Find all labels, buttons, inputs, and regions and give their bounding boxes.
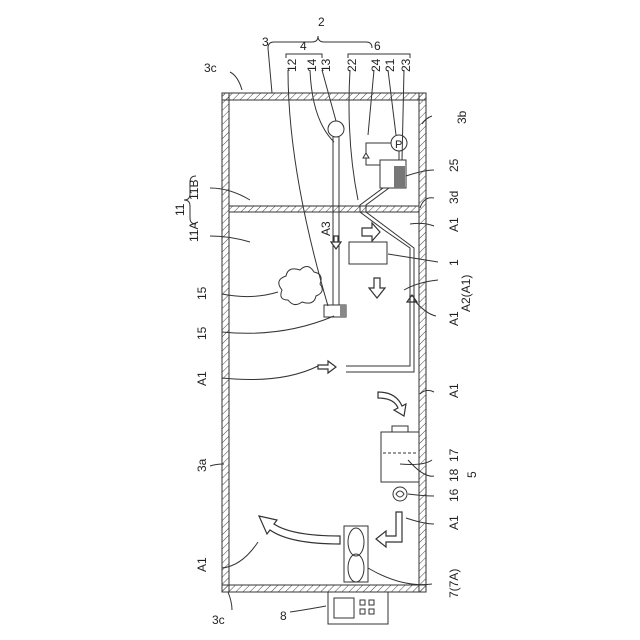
label-17: 17 <box>447 448 461 462</box>
top-wall <box>222 93 426 100</box>
label-3b: 3b <box>455 110 469 124</box>
label-8: 8 <box>280 609 287 623</box>
label-A1-b: A1 <box>447 311 461 326</box>
label-22: 22 <box>345 58 359 72</box>
label-24: 24 <box>369 58 383 72</box>
mist-cloud <box>279 266 322 304</box>
label-15-b: 15 <box>195 326 209 340</box>
label-14: 14 <box>305 58 319 72</box>
arrow-A1-big <box>259 516 340 544</box>
fan-16 <box>393 487 407 501</box>
arrow-A1-down <box>376 512 402 547</box>
controller-screen <box>334 598 354 618</box>
nozzle-15-fill <box>340 305 346 317</box>
label-7: 7(7A) <box>447 569 461 598</box>
label-A1-e: A1 <box>447 515 461 530</box>
pump-letter: P <box>395 139 402 151</box>
label-15-a: 15 <box>195 286 209 300</box>
label-A2: A2(A1) <box>459 275 473 312</box>
label-3c-top: 3c <box>204 61 217 75</box>
label-2: 2 <box>318 15 325 29</box>
vessel-25-fill <box>394 166 405 188</box>
small-up-arrow <box>363 153 369 158</box>
label-25: 25 <box>447 158 461 172</box>
label-A1-d: A1 <box>447 383 461 398</box>
label-3c-bot: 3c <box>212 613 225 627</box>
left-wall <box>222 93 229 592</box>
label-A1-a: A1 <box>447 217 461 232</box>
label-23: 23 <box>399 58 413 72</box>
label-A1-c: A1 <box>195 371 209 386</box>
label-A1-f: A1 <box>195 557 209 572</box>
label-18: 18 <box>447 468 461 482</box>
label-6: 6 <box>374 39 381 53</box>
label-5: 5 <box>465 471 479 478</box>
leader-lines <box>210 48 438 612</box>
label-4: 4 <box>300 39 307 53</box>
label-11B: 11B <box>187 180 201 200</box>
label-13: 13 <box>319 58 333 72</box>
block-1 <box>349 242 387 264</box>
label-16: 16 <box>447 488 461 502</box>
label-12: 12 <box>285 58 299 72</box>
label-1: 1 <box>447 259 461 266</box>
arrow-A1-curve <box>378 392 406 416</box>
pressure-gauge <box>328 121 344 137</box>
arrow-down-block <box>369 278 385 298</box>
right-wall <box>419 93 426 592</box>
label-3a: 3a <box>195 458 209 472</box>
partition-wall <box>229 206 419 212</box>
unit-5-cap <box>392 426 408 432</box>
label-11A: 11A <box>187 222 201 242</box>
airflow-arrows <box>259 223 417 547</box>
label-11: 11 <box>173 203 187 216</box>
bottom-wall <box>222 585 426 592</box>
label-A3: A3 <box>319 221 333 236</box>
lower-equipment <box>279 242 419 624</box>
unit-5 <box>381 432 419 482</box>
arrow-A1-mid <box>318 361 336 373</box>
arrow-into-block <box>362 223 380 241</box>
label-3d: 3d <box>447 191 461 204</box>
label-3: 3 <box>262 35 269 49</box>
label-21: 21 <box>383 58 397 72</box>
arrow-A2 <box>407 295 417 302</box>
